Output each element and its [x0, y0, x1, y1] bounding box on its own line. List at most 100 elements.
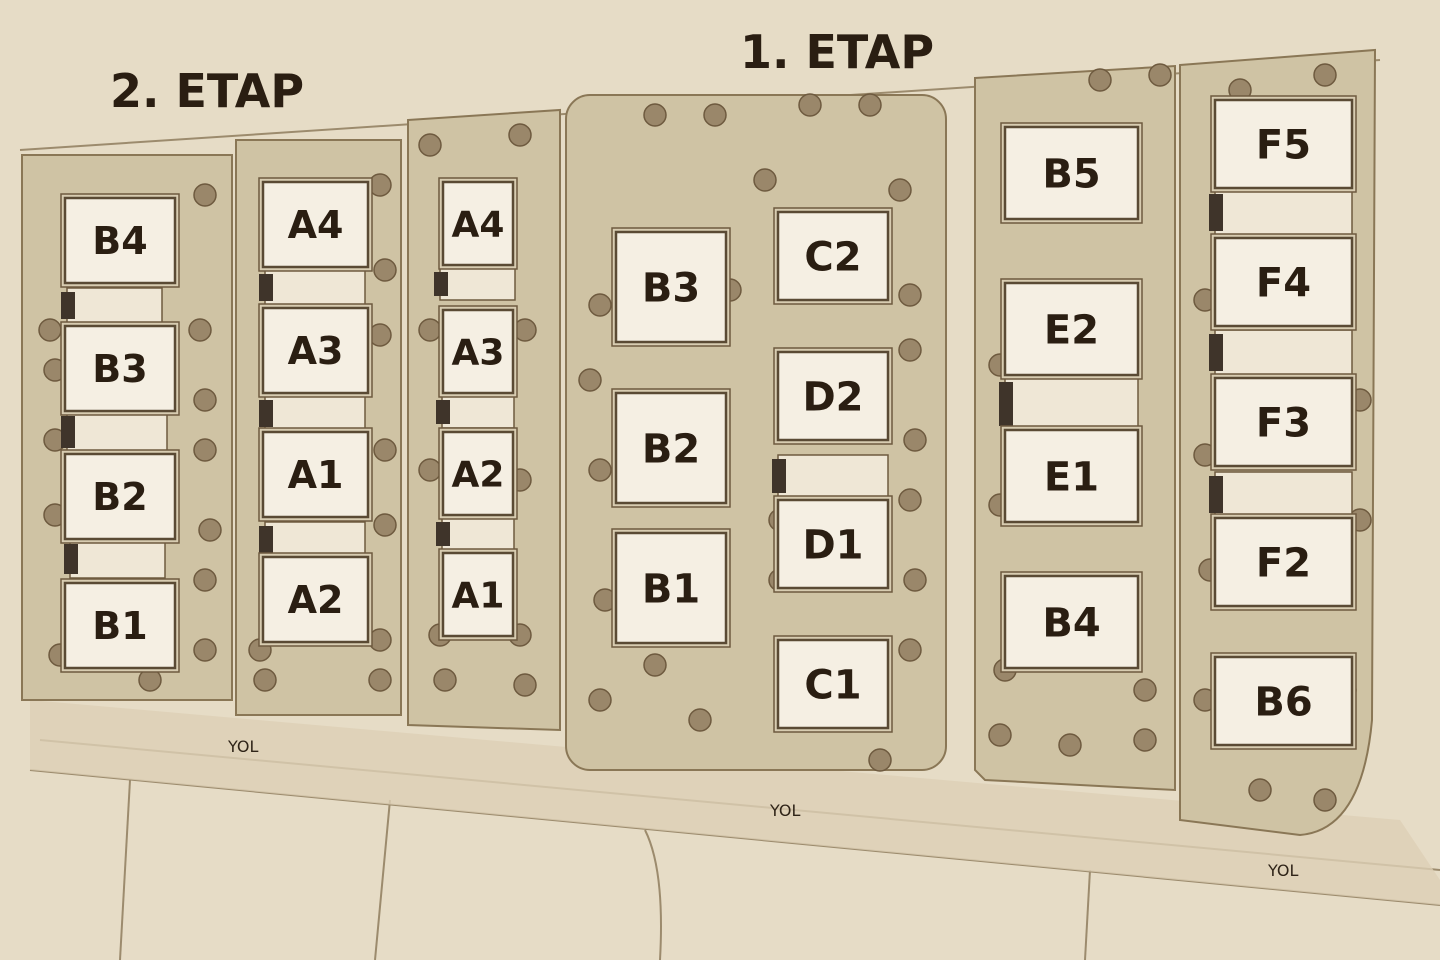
unit-a_col_narrow-a2[interactable]: A2 — [438, 427, 518, 520]
unit-cd_col-d2[interactable]: D2 — [773, 347, 893, 445]
unit-label: B4 — [1042, 600, 1100, 646]
unit-label: E1 — [1044, 454, 1099, 500]
tree — [1313, 788, 1337, 812]
carport-shadow — [1209, 194, 1223, 231]
unit-footprint — [441, 430, 515, 517]
unit-cd_col-d1[interactable]: D1 — [773, 495, 893, 593]
unit-a_col_wide-a1[interactable]: A1 — [258, 427, 373, 522]
tree — [868, 748, 892, 772]
road-label-center: YOL — [769, 801, 800, 820]
unit-fb_col-f2[interactable]: F2 — [1210, 513, 1357, 611]
tree — [798, 93, 822, 117]
unit-label: A1 — [288, 453, 344, 497]
unit-label: F5 — [1256, 122, 1311, 168]
tree — [193, 638, 217, 662]
unit-b_col-b1[interactable]: B1 — [611, 528, 731, 648]
unit-fb_col-f5[interactable]: F5 — [1210, 95, 1357, 193]
tree — [508, 123, 532, 147]
unit-be_col-e2[interactable]: E2 — [1000, 278, 1143, 380]
buildings: B4B3B2B1A4A3A1A2A4A3A2A1B3B2B1C2D2D1C1B5… — [60, 95, 1357, 750]
tree — [418, 458, 442, 482]
unit-footprint — [1213, 655, 1354, 747]
unit-a_col_wide-a2[interactable]: A2 — [258, 552, 373, 647]
unit-label: E2 — [1044, 307, 1099, 353]
unit-label: B2 — [92, 475, 147, 519]
unit-footprint — [776, 638, 890, 730]
tree — [643, 653, 667, 677]
unit-label: B3 — [642, 265, 700, 311]
unit-label: A2 — [288, 578, 344, 622]
unit-label: F3 — [1256, 400, 1311, 446]
connector-block — [264, 521, 366, 558]
unit-b_col-b3[interactable]: B3 — [611, 227, 731, 347]
connector-block — [69, 539, 166, 579]
carport-shadow — [436, 522, 450, 546]
tree — [688, 708, 712, 732]
unit-label: D2 — [802, 374, 863, 420]
phase2-title: 2. ETAP — [110, 64, 304, 118]
tree — [193, 568, 217, 592]
unit-footprint — [261, 306, 370, 395]
tree — [368, 668, 392, 692]
connector-block — [1004, 377, 1139, 431]
connector-block — [441, 395, 515, 429]
unit-label: B1 — [92, 604, 147, 648]
unit-footprint — [1213, 516, 1354, 608]
unit-left_col-b4[interactable]: B4 — [60, 193, 180, 288]
carport-shadow — [1209, 476, 1223, 513]
connector-block — [264, 395, 366, 432]
tree — [373, 258, 397, 282]
unit-footprint — [63, 452, 177, 541]
unit-cd_col-c2[interactable]: C2 — [773, 207, 893, 305]
carport-shadow — [259, 400, 273, 427]
unit-footprint — [614, 391, 728, 505]
unit-a_col_wide-a4[interactable]: A4 — [258, 177, 373, 272]
carport-shadow — [1209, 334, 1223, 371]
unit-be_col-e1[interactable]: E1 — [1000, 425, 1143, 527]
unit-footprint — [1003, 125, 1140, 221]
unit-footprint — [261, 180, 370, 269]
unit-left_col-b2[interactable]: B2 — [60, 449, 180, 544]
unit-fb_col-b6[interactable]: B6 — [1210, 652, 1357, 750]
unit-a_col_narrow-a1[interactable]: A1 — [438, 548, 518, 641]
unit-fb_col-f4[interactable]: F4 — [1210, 233, 1357, 331]
tree — [513, 673, 537, 697]
unit-label: F2 — [1256, 540, 1311, 586]
unit-left_col-b1[interactable]: B1 — [60, 578, 180, 673]
phase1-title: 1. ETAP — [740, 25, 934, 79]
unit-label: A2 — [452, 454, 505, 495]
unit-a_col_narrow-a3[interactable]: A3 — [438, 305, 518, 398]
unit-label: D1 — [802, 522, 863, 568]
unit-label: C2 — [804, 234, 861, 280]
unit-be_col-b4[interactable]: B4 — [1000, 571, 1143, 673]
tree — [1088, 68, 1112, 92]
tree — [1313, 63, 1337, 87]
road-label-left: YOL — [227, 737, 258, 756]
unit-cd_col-c1[interactable]: C1 — [773, 635, 893, 733]
tree — [373, 513, 397, 537]
unit-fb_col-f3[interactable]: F3 — [1210, 373, 1357, 471]
unit-left_col-b3[interactable]: B3 — [60, 321, 180, 416]
unit-label: A4 — [452, 204, 505, 245]
tree — [753, 168, 777, 192]
tree — [1058, 733, 1082, 757]
unit-footprint — [63, 196, 177, 285]
unit-be_col-b5[interactable]: B5 — [1000, 122, 1143, 224]
carport-shadow — [259, 526, 273, 553]
unit-a_col_wide-a3[interactable]: A3 — [258, 303, 373, 398]
tree — [898, 638, 922, 662]
tree — [643, 103, 667, 127]
unit-footprint — [1213, 376, 1354, 468]
tree — [198, 518, 222, 542]
carport-shadow — [64, 544, 78, 574]
tree — [898, 338, 922, 362]
unit-label: A3 — [452, 332, 505, 373]
connector-block — [66, 287, 163, 324]
tree — [253, 668, 277, 692]
connector-block — [777, 454, 889, 498]
unit-a_col_narrow-a4[interactable]: A4 — [438, 177, 518, 270]
unit-b_col-b2[interactable]: B2 — [611, 388, 731, 508]
tree — [193, 183, 217, 207]
unit-footprint — [63, 324, 177, 413]
unit-label: B5 — [1042, 151, 1100, 197]
